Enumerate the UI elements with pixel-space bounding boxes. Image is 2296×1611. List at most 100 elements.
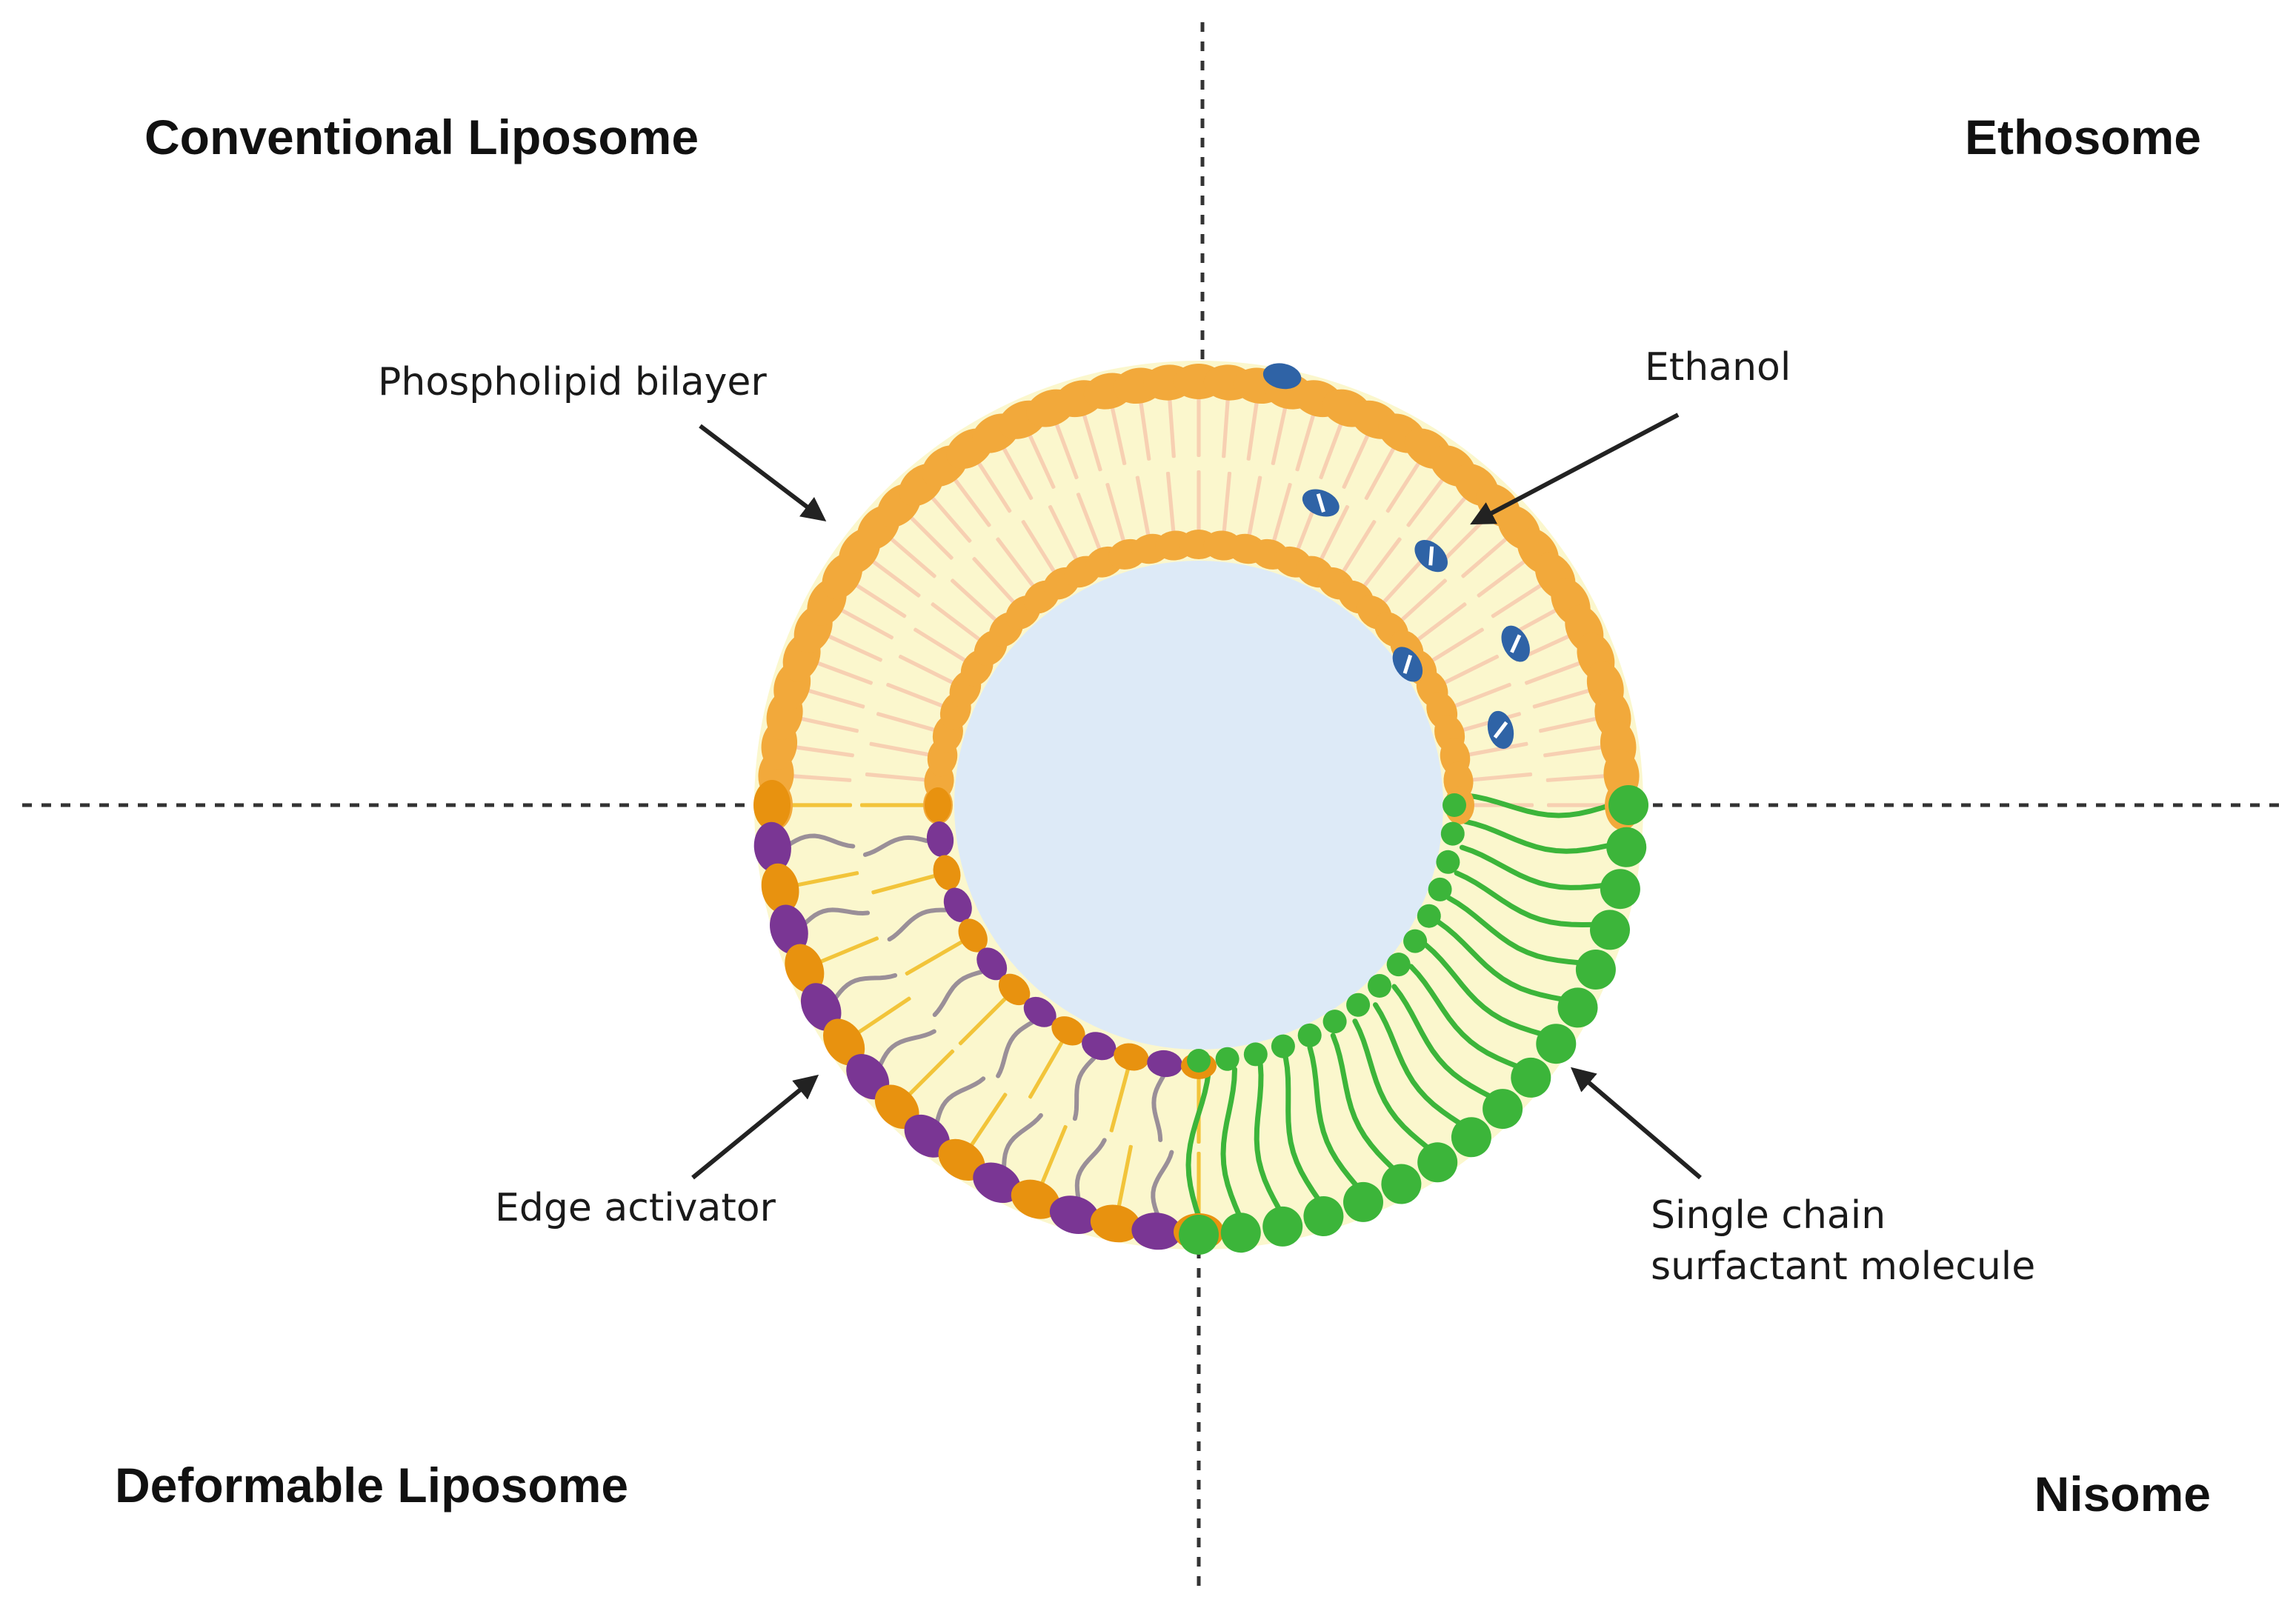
phospholipid-tail	[914, 627, 966, 661]
phospholipid-tail	[1386, 460, 1422, 513]
phospholipid-tail	[1365, 444, 1397, 500]
phospholipid-tail	[1111, 404, 1127, 465]
arrow-icon	[1470, 413, 1680, 525]
phospholipid-head	[1011, 1179, 1060, 1219]
edge-activator-tail	[801, 907, 871, 927]
phospholipid-tail	[1054, 420, 1079, 479]
surfactant-head	[1303, 1196, 1344, 1237]
surfactant-head	[1440, 821, 1465, 846]
phospholipid-tail	[1082, 411, 1102, 471]
label-surfactant-line-2: surfactant molecule	[1651, 1244, 2036, 1289]
phospholipid-tail	[1022, 520, 1056, 573]
label-surfactant-line-1: Single chain	[1651, 1193, 1886, 1238]
lipid-tails	[785, 395, 1614, 1220]
edge-activator-tail	[887, 907, 948, 942]
phospholipid-tail	[1248, 476, 1262, 536]
phospholipid-tail	[1525, 661, 1584, 685]
phospholipid-head	[761, 863, 799, 914]
ethanol-molecule-mark	[1402, 654, 1413, 674]
vesicle	[753, 361, 1648, 1255]
phospholipid-tail	[905, 1049, 954, 1098]
arrow-icon	[1570, 1067, 1702, 1180]
surfactant-tail	[1220, 1067, 1242, 1218]
edge-activator-tail	[785, 833, 856, 849]
ethanol-molecule-body	[1262, 363, 1302, 390]
surfactant-head	[1536, 1024, 1577, 1064]
phospholipid-tail	[996, 537, 1035, 587]
phospholipid-head	[785, 944, 825, 993]
edge-activator-tail	[996, 1020, 1034, 1078]
surfactant-head	[1262, 1206, 1303, 1247]
edge-activator-head	[846, 1054, 890, 1100]
phospholipid-tail	[1271, 404, 1288, 465]
surfactant-tail	[1282, 1054, 1321, 1202]
phospholipid-tail	[1401, 579, 1447, 621]
edge-activator-head	[1049, 1195, 1099, 1234]
surfactant-tail	[1352, 1018, 1431, 1150]
phospholipid-tail	[853, 582, 907, 618]
phospholipid-tail	[1320, 505, 1350, 561]
edge-activator-head	[904, 1114, 950, 1158]
phospholipid-tail	[968, 1093, 1007, 1149]
surfactant-tail	[1373, 1002, 1463, 1127]
phospholipid-tail	[886, 682, 944, 707]
phospholipid-head	[933, 855, 961, 890]
surfactant-tail	[1462, 818, 1611, 854]
ethanol-molecule-mark	[1510, 634, 1522, 653]
edge-activator-head	[1131, 1213, 1182, 1250]
phospholipid-head	[823, 1018, 865, 1066]
phospholipid-tail	[870, 558, 921, 597]
phospholipid-tail	[1049, 504, 1078, 560]
phospholipid-tail	[1109, 1068, 1129, 1133]
phospholipid-tail	[958, 997, 1006, 1045]
phospholipid-head	[874, 1084, 919, 1130]
ethanol-molecule-mark	[1493, 721, 1508, 739]
surfactant-head	[1215, 1047, 1239, 1071]
phospholipid-tail	[876, 712, 936, 731]
surfactant-head	[1417, 1142, 1458, 1183]
phospholipid-tail	[1342, 432, 1371, 489]
phospholipid-tail	[973, 557, 1015, 603]
surfactant-head	[1403, 929, 1428, 953]
phospholipid-tail	[1320, 421, 1344, 479]
surfactant-head	[1428, 877, 1452, 901]
callout-arrows	[691, 413, 1702, 1180]
edge-activator-tail	[831, 973, 898, 1002]
edge-activator-head	[753, 821, 791, 873]
surfactant-head	[1417, 904, 1441, 928]
edge-activator-tail	[932, 970, 984, 1017]
phospholipid-tail	[1139, 398, 1151, 461]
phospholipid-tail	[1222, 396, 1230, 458]
phospholipid-tail	[869, 741, 930, 756]
phospholipid-tail	[854, 996, 911, 1035]
phospholipid-tail	[1545, 775, 1608, 782]
phospholipid-tail	[1491, 583, 1545, 618]
phospholipid-tail	[1426, 495, 1468, 543]
surfactant-head	[1575, 950, 1616, 990]
surfactant-head	[1381, 1164, 1422, 1204]
surfactant-head	[1271, 1034, 1295, 1058]
surfactant-head	[1187, 1049, 1211, 1073]
edge-activator-tail	[1074, 1138, 1107, 1203]
phospholipid-tail	[1431, 628, 1484, 662]
phospholipid-tail	[1247, 398, 1260, 461]
phospholipid-head	[998, 973, 1031, 1006]
surfactant-head	[1322, 1010, 1347, 1034]
surfactant-tail	[1391, 984, 1493, 1099]
phospholipid-tail	[1222, 472, 1232, 533]
surfactant-head	[1608, 785, 1648, 825]
surfactant-head	[1368, 974, 1391, 998]
phospholipid-tail	[1296, 411, 1317, 472]
phospholipid-tail	[1002, 444, 1034, 500]
title-deformable-liposome: Deformable Liposome	[115, 1458, 629, 1512]
phospholipid-tail	[1136, 476, 1151, 536]
surfactant-tail	[1446, 895, 1583, 966]
phospholipid-head	[1114, 1043, 1149, 1071]
phospholipid-tail	[1454, 684, 1511, 708]
ethanol-molecule-icon	[1302, 489, 1340, 517]
surfactant-head	[1179, 1215, 1219, 1255]
edge-activator-head	[800, 983, 842, 1031]
phospholipid-tail	[1363, 538, 1402, 587]
edge-activator-tail	[1151, 1074, 1165, 1142]
ethanol-molecule-icon	[1414, 539, 1448, 573]
